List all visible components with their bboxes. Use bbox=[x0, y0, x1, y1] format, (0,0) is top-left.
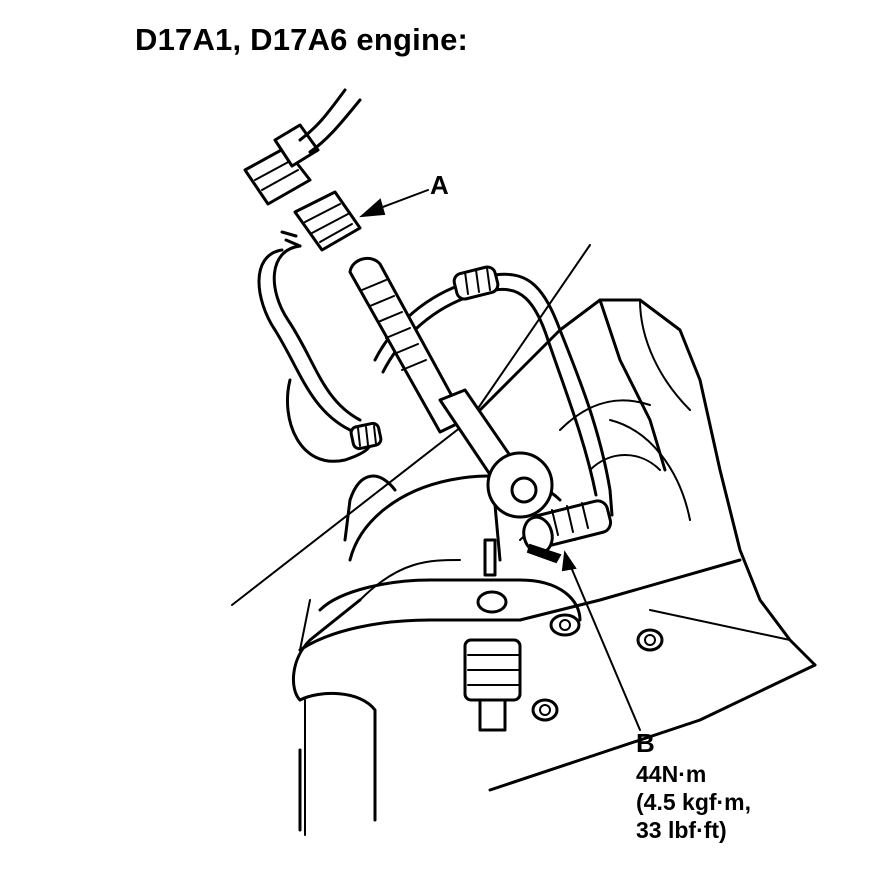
callout-a-label: A bbox=[430, 170, 449, 200]
harness-connector bbox=[243, 88, 362, 206]
callout-b-leader bbox=[561, 550, 641, 731]
torque-lbf-feet: 33 lbf·ft) bbox=[636, 817, 727, 843]
callout-b-label: B bbox=[636, 728, 655, 758]
callout-a-arrow bbox=[359, 189, 429, 218]
torque-spec: 44N·m (4.5 kgf·m, 33 lbf·ft) bbox=[636, 760, 751, 844]
lower-pipe bbox=[291, 559, 461, 836]
mounting-bolt bbox=[463, 638, 522, 732]
connector-a bbox=[280, 190, 362, 252]
figure-title: D17A1, D17A6 engine: bbox=[135, 22, 469, 57]
torque-kgf-meters: (4.5 kgf·m, bbox=[636, 789, 752, 815]
sensor-wire-harness bbox=[257, 244, 614, 517]
engine-block bbox=[468, 298, 817, 792]
exhaust-manifold bbox=[298, 474, 664, 722]
torque-newton-meters: 44N·m bbox=[636, 761, 707, 787]
oxygen-sensor bbox=[522, 499, 613, 564]
socket-wrench bbox=[348, 256, 554, 562]
